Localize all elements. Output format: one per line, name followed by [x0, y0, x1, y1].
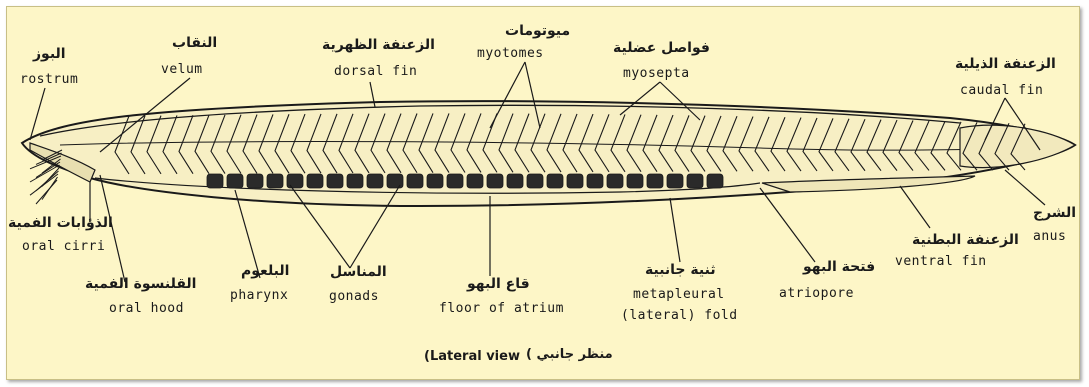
pharynx-en-label: pharynx [230, 289, 288, 302]
gonad [207, 174, 223, 188]
oral-cirrus [30, 174, 58, 195]
caption-en: (Lateral view [424, 350, 520, 363]
leader-line [1005, 170, 1045, 205]
gonad [627, 174, 643, 188]
oral-hood-ar-label: القلنسوة الفمية [85, 277, 196, 291]
gonad [667, 174, 683, 188]
gonad [527, 174, 543, 188]
gonad [347, 174, 363, 188]
caption-ar: ( منظر جانبي [526, 348, 613, 361]
amphioxus-body [22, 62, 1075, 282]
gonad [327, 174, 343, 188]
atriopore-ar-label: فتحة البهو [803, 260, 875, 274]
myosepta-en-label: myosepta [623, 67, 690, 80]
leader-line [900, 186, 930, 228]
myosepta-ar-label: فواصل عضلية [613, 41, 710, 55]
leader-line [670, 198, 680, 262]
leader-line [760, 188, 815, 262]
anus-en-label: anus [1033, 230, 1066, 243]
oral-cirri-bristles [30, 150, 62, 204]
gonads-ar-label: المناسل [330, 265, 387, 279]
gonad [387, 174, 403, 188]
metapleural-fold-en2-label: (lateral) fold [621, 309, 738, 322]
gonad [367, 174, 383, 188]
oral-hood-en-label: oral hood [109, 302, 184, 315]
rostrum-ar-label: البوز [33, 47, 66, 61]
oral-cirri-ar-label: الذؤابات الفمية [8, 216, 113, 230]
rostrum-en-label: rostrum [20, 73, 78, 86]
atriopore-en-label: atriopore [779, 287, 854, 300]
caudal-fin-en-label: caudal fin [960, 84, 1043, 97]
gonad [307, 174, 323, 188]
gonad [447, 174, 463, 188]
gonad [487, 174, 503, 188]
gonad [407, 174, 423, 188]
gonad [587, 174, 603, 188]
gonad [467, 174, 483, 188]
gonad [707, 174, 723, 188]
floor-of-atrium-en-label: floor of atrium [439, 302, 564, 315]
ventral-fin-en-label: ventral fin [895, 255, 987, 268]
velum-en-label: velum [161, 63, 203, 76]
dorsal-fin-ar-label: الزعنفة الظهرية [322, 38, 435, 52]
oral-cirri-en-label: oral cirri [22, 240, 105, 253]
myotomes-ar-label: ميوتومات [505, 24, 570, 38]
gonad [267, 174, 283, 188]
gonad [427, 174, 443, 188]
oral-cirrus [36, 180, 57, 204]
gonad [547, 174, 563, 188]
pharynx-ar-label: البلعوم [241, 264, 289, 278]
gonad [287, 174, 303, 188]
gonad [247, 174, 263, 188]
gonad [607, 174, 623, 188]
metapleural-fold-en-label: metapleural [633, 288, 725, 301]
gonad [507, 174, 523, 188]
gonads-en-label: gonads [329, 290, 379, 303]
velum-ar-label: النقاب [172, 36, 217, 50]
myotomes-en-label: myotomes [477, 47, 544, 60]
gonad [227, 174, 243, 188]
metapleural-fold-ar-label: ثنية جانبية [645, 263, 716, 277]
ventral-fin-ar-label: الزعنفة البطنية [912, 233, 1019, 247]
caudal-fin-ar-label: الزعنفة الذيلية [955, 57, 1056, 71]
dorsal-fin-en-label: dorsal fin [334, 65, 417, 78]
gonad [687, 174, 703, 188]
gonad [647, 174, 663, 188]
floor-of-atrium-ar-label: قاع البهو [467, 277, 530, 291]
gonad [567, 174, 583, 188]
anus-ar-label: الشرج [1033, 206, 1076, 220]
